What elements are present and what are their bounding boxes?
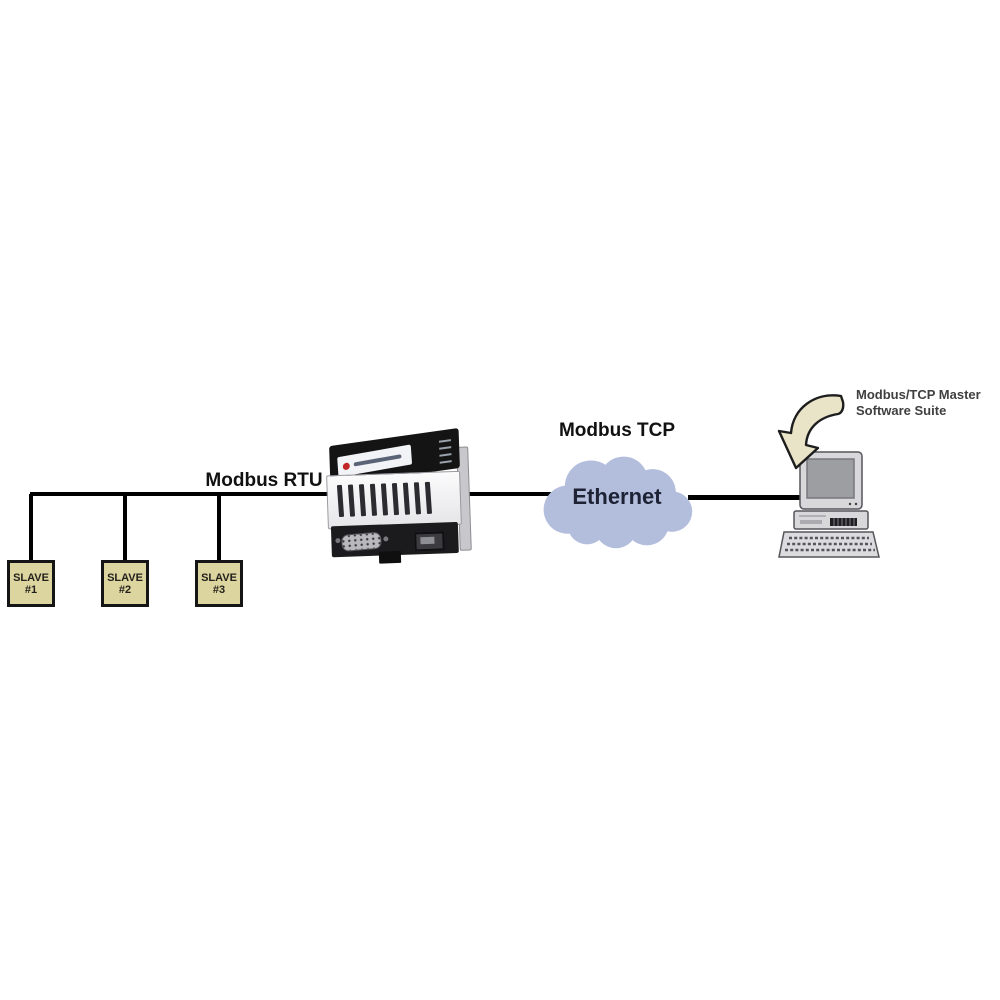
led-marking-icon [439, 446, 452, 450]
ethernet-cloud-label: Ethernet [572, 484, 662, 509]
vent-slot [358, 484, 367, 517]
slave1-drop-line [29, 494, 33, 562]
vent-slot [424, 481, 433, 515]
screw-icon [383, 536, 389, 542]
gateway-front-body [326, 470, 462, 530]
slave-1-number: #1 [24, 583, 38, 596]
modbus-rtu-label: Modbus RTU [205, 470, 323, 491]
slave-2-box: SLAVE #2 [101, 560, 149, 607]
slave2-drop-line [123, 494, 127, 562]
modbus-rtu-bus-line [30, 492, 330, 496]
slave-3-name: SLAVE [201, 571, 237, 584]
slave-2-number: #2 [118, 583, 132, 596]
slave-3-box: SLAVE #3 [195, 560, 243, 607]
db9-serial-connector-icon [340, 531, 383, 552]
vent-slot [391, 482, 400, 516]
slave-2-name: SLAVE [107, 571, 143, 584]
master-software-label-line2: Software Suite [856, 403, 947, 418]
led-marking-icon [439, 460, 452, 464]
vent-slot [413, 482, 422, 515]
desktop-pc-illustration [778, 451, 880, 558]
gateway-label-text-smudge [353, 454, 402, 467]
floppy-slot [800, 520, 822, 524]
monitor-button [848, 502, 852, 506]
gateway-to-cloud-line [458, 492, 570, 496]
slave-1-name: SLAVE [13, 571, 49, 584]
screw-icon [335, 538, 341, 544]
vent-slot [336, 484, 345, 518]
gateway-logo-dot [342, 462, 351, 471]
gateway-device-illustration [325, 427, 472, 566]
monitor-screen [806, 458, 855, 499]
master-software-label: Modbus/TCP Master Software Suite [856, 387, 1000, 419]
curved-swoosh-arrow-icon [777, 394, 845, 470]
drive-vent [830, 518, 857, 526]
slave-3-number: #3 [212, 583, 226, 596]
slave3-drop-line [217, 494, 221, 562]
slave-1-box: SLAVE #1 [7, 560, 55, 607]
keyboard-keys [785, 536, 875, 552]
ethernet-port-icon [414, 531, 445, 552]
modbus-tcp-label: Modbus TCP [558, 420, 676, 441]
monitor-button [854, 502, 858, 506]
ethernet-port-inner [420, 536, 435, 545]
din-rail-clip [378, 550, 402, 564]
vent-slot [402, 482, 411, 515]
led-marking-icon [438, 439, 451, 443]
vent-slot [380, 483, 389, 516]
vent-slot [347, 484, 356, 517]
led-marking-icon [439, 453, 452, 457]
ethernet-cloud-icon [543, 456, 693, 549]
master-software-label-line1: Modbus/TCP Master [856, 387, 981, 402]
vent-slot [369, 483, 378, 516]
cloud-to-pc-line [688, 495, 814, 500]
